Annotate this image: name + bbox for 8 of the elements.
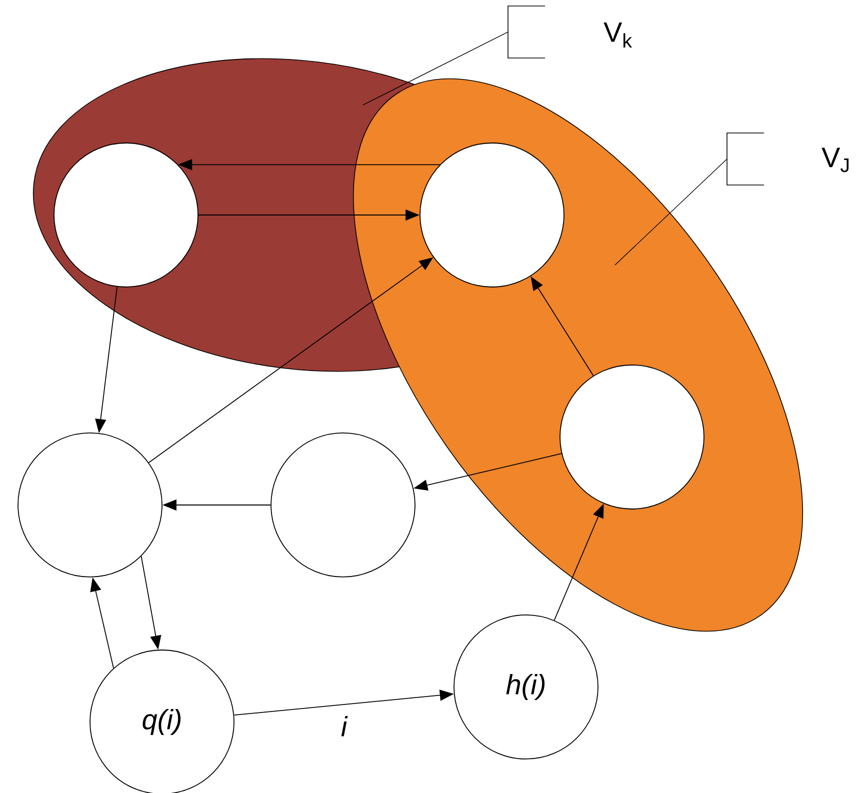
state-circle bbox=[420, 142, 564, 288]
set-label: V$_{J}$ bbox=[822, 148, 849, 172]
state-circle bbox=[54, 142, 198, 288]
set-label: V$_{k}$ bbox=[604, 22, 632, 48]
state-circle bbox=[270, 432, 416, 578]
state-circle bbox=[560, 364, 704, 510]
state-circle bbox=[18, 432, 162, 578]
edge-label: i bbox=[341, 716, 348, 736]
